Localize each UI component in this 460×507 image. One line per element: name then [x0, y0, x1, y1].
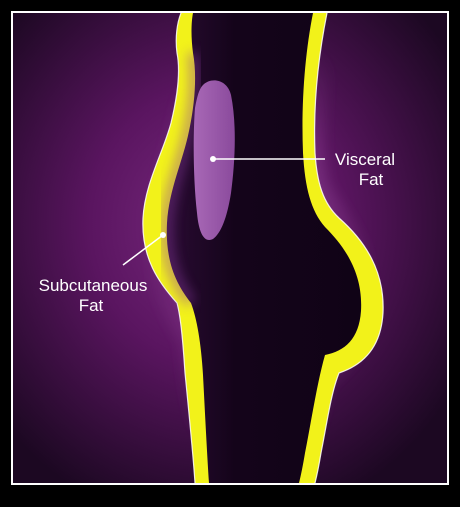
subcutaneous-fat-label-line1: Subcutaneous	[39, 276, 148, 295]
body-silhouette-svg: Visceral Fat Subcutaneous Fat	[13, 13, 447, 483]
visceral-fat-label-line2: Fat	[359, 170, 384, 189]
subcutaneous-fat-label-line2: Fat	[79, 296, 104, 315]
subcutaneous-leader-dot	[160, 232, 166, 238]
visceral-leader-dot	[210, 156, 216, 162]
body-fat-illustration: Visceral Fat Subcutaneous Fat	[11, 11, 449, 485]
visceral-fat-label-line1: Visceral	[335, 150, 395, 169]
